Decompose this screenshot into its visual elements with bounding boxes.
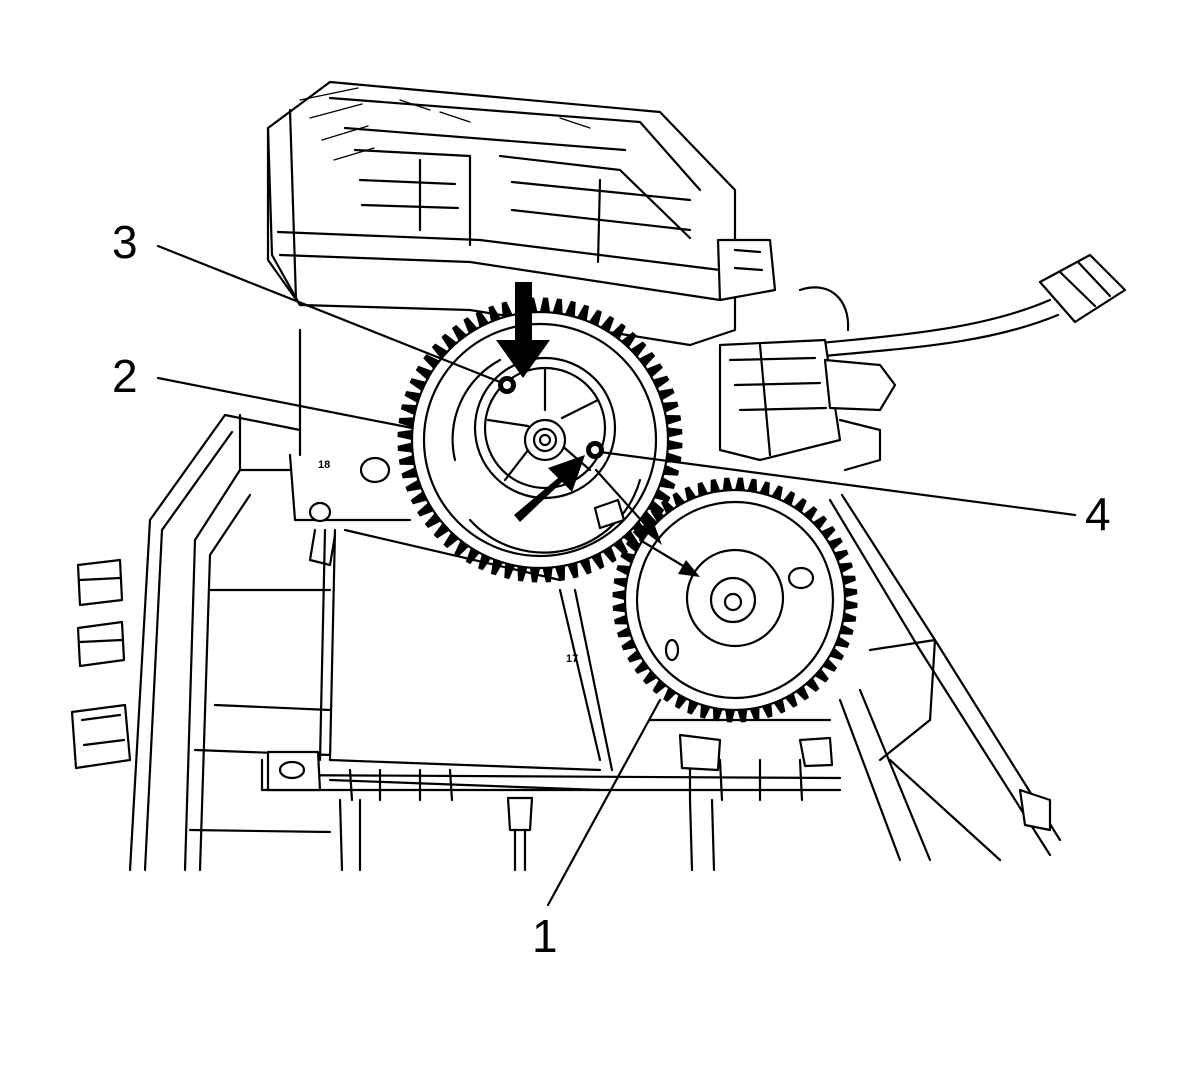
leader-line-2 [156, 376, 414, 430]
callout-4: 4 [1085, 488, 1111, 540]
leader-line-4 [598, 450, 1077, 517]
callout-1: 1 [532, 910, 558, 962]
leader-line-1 [546, 698, 662, 907]
part-mark-17: 17 [566, 653, 578, 665]
upper-housing [266, 80, 777, 347]
wire-harness [798, 253, 1127, 360]
driven-gear-small [612, 477, 858, 723]
callout-3: 3 [112, 216, 138, 268]
leader-line-3 [156, 244, 502, 384]
part-mark-18: 18 [318, 459, 330, 471]
bottom-rail [260, 718, 842, 872]
right-housing [828, 493, 1062, 862]
left-housing [70, 413, 332, 872]
action-arrows [496, 282, 700, 577]
push-arrow-diagonal [514, 455, 585, 522]
direction-arrow-gear [678, 560, 700, 577]
actuator-motor [718, 286, 897, 472]
press-arrow-down [496, 282, 550, 378]
leader-lines [156, 244, 1077, 907]
electrical-connector [1038, 253, 1127, 324]
direction-arrow-small [640, 518, 662, 545]
callout-2: 2 [112, 350, 138, 402]
